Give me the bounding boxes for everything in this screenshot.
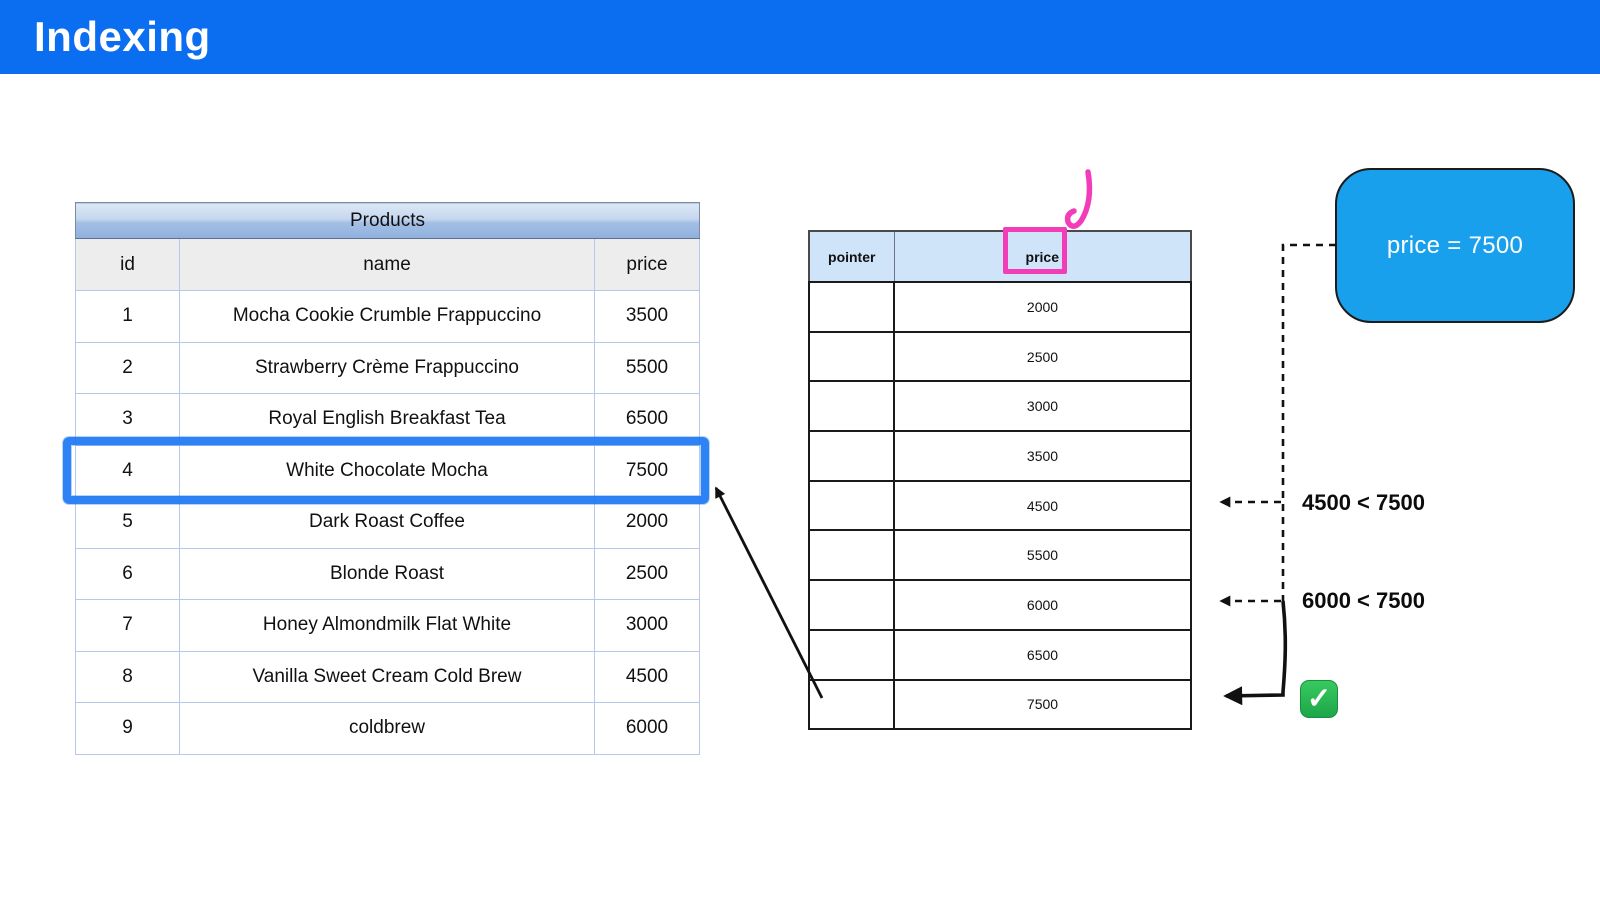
products-cell-name: Strawberry Crème Frappuccino bbox=[179, 341, 595, 394]
index-row: 4500 bbox=[808, 479, 1192, 532]
products-col-id: id bbox=[75, 238, 180, 291]
comparison-label-1: 4500 < 7500 bbox=[1302, 490, 1425, 515]
index-cell-pointer bbox=[808, 380, 895, 433]
products-cell-name: coldbrew bbox=[179, 702, 595, 755]
index-cell-price: 3000 bbox=[893, 380, 1192, 433]
index-row: 6500 bbox=[808, 628, 1192, 681]
products-cell-price: 4500 bbox=[594, 650, 700, 703]
products-cell-price: 3000 bbox=[594, 599, 700, 652]
products-col-name: name bbox=[179, 238, 595, 291]
products-cell-price: 6500 bbox=[594, 393, 700, 446]
products-header-row: id name price bbox=[75, 238, 700, 291]
index-cell-price: 4500 bbox=[893, 479, 1192, 532]
products-cell-id: 1 bbox=[75, 290, 180, 343]
products-cell-price: 6000 bbox=[594, 702, 700, 755]
index-cell-pointer bbox=[808, 628, 895, 681]
query-label: price = 7500 bbox=[1386, 231, 1524, 259]
matched-row-highlight bbox=[63, 437, 709, 504]
title-bar: Indexing bbox=[0, 0, 1600, 74]
index-row: 3500 bbox=[808, 430, 1192, 482]
index-cell-price: 6500 bbox=[893, 628, 1192, 681]
index-cell-pointer bbox=[808, 579, 895, 631]
products-cell-price: 2000 bbox=[594, 496, 700, 549]
products-cell-name: Honey Almondmilk Flat White bbox=[179, 599, 595, 652]
products-col-price: price bbox=[594, 238, 700, 291]
index-row: 2000 bbox=[808, 281, 1192, 333]
pointer-arrow bbox=[714, 486, 824, 699]
check-mark-emoji: ✓ bbox=[1300, 680, 1338, 718]
products-cell-price: 3500 bbox=[594, 290, 700, 343]
index-row: 7500 bbox=[808, 678, 1192, 731]
index-cell-price: 3500 bbox=[893, 430, 1192, 482]
products-cell-id: 8 bbox=[75, 650, 180, 703]
products-cell-name: Mocha Cookie Crumble Frappuccino bbox=[179, 290, 595, 343]
products-cell-id: 4 bbox=[75, 444, 180, 497]
products-cell-id: 9 bbox=[75, 702, 180, 755]
index-cell-pointer bbox=[808, 479, 895, 532]
index-row: 2500 bbox=[808, 330, 1192, 383]
index-row: 6000 bbox=[808, 579, 1192, 631]
index-row: 5500 bbox=[808, 529, 1192, 582]
index-cell-price: 7500 bbox=[893, 678, 1192, 731]
products-cell-price: 2500 bbox=[594, 547, 700, 600]
index-header-row: pointer price bbox=[808, 230, 1192, 283]
comparison-label-2: 6000 < 7500 bbox=[1302, 588, 1425, 613]
products-cell-id: 3 bbox=[75, 393, 180, 446]
products-cell-name: Vanilla Sweet Cream Cold Brew bbox=[179, 650, 595, 703]
products-cell-id: 5 bbox=[75, 496, 180, 549]
query-connector-line bbox=[1281, 243, 1336, 601]
index-cell-price: 2000 bbox=[893, 281, 1192, 333]
index-col-pointer: pointer bbox=[808, 230, 895, 283]
arrow-to-7500-row bbox=[1223, 600, 1288, 706]
index-cell-pointer bbox=[808, 330, 895, 383]
index-cell-pointer bbox=[808, 529, 895, 582]
page-title: Indexing bbox=[34, 13, 211, 60]
index-cell-pointer bbox=[808, 678, 895, 731]
products-cell-id: 7 bbox=[75, 599, 180, 652]
products-cell-id: 2 bbox=[75, 341, 180, 394]
index-row: 3000 bbox=[808, 380, 1192, 433]
query-box: price = 7500 bbox=[1335, 168, 1575, 323]
products-table-title: Products bbox=[75, 202, 700, 239]
products-title-row: Products bbox=[75, 202, 700, 239]
products-cell-name: Dark Roast Coffee bbox=[179, 496, 595, 549]
index-cell-price: 6000 bbox=[893, 579, 1192, 631]
pink-check-stroke bbox=[1064, 169, 1093, 229]
index-cell-price: 2500 bbox=[893, 330, 1192, 383]
products-cell-name: Blonde Roast bbox=[179, 547, 595, 600]
index-cell-price: 5500 bbox=[893, 529, 1192, 582]
products-cell-price: 5500 bbox=[594, 341, 700, 394]
index-cell-pointer bbox=[808, 430, 895, 482]
index-cell-pointer bbox=[808, 281, 895, 333]
products-cell-name: White Chocolate Mocha bbox=[179, 444, 595, 497]
price-column-highlight bbox=[1003, 227, 1067, 274]
products-cell-id: 6 bbox=[75, 547, 180, 600]
